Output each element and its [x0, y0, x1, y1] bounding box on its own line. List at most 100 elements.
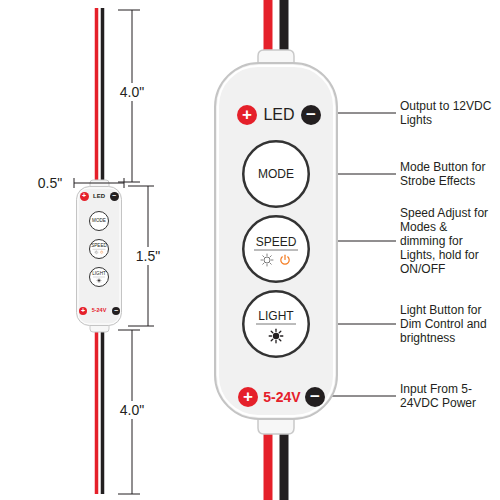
button-label: SPEED: [89, 244, 109, 249]
button-circle: [90, 268, 109, 287]
push-button: SPEED: [89, 239, 109, 259]
dimension-label: 4.0": [118, 401, 146, 419]
polarity-sign: +: [80, 192, 89, 199]
separator-line: [93, 277, 105, 278]
icon-stroke: [95, 253, 96, 254]
polarity-dot: +: [238, 387, 258, 407]
icon-stroke: [100, 280, 102, 281]
black-wire: [280, 424, 289, 500]
controller-body: LED5-24V+−MODESPEEDLIGHT+−: [214, 62, 338, 420]
polarity-circle: [305, 387, 325, 407]
red-wire: [264, 424, 273, 500]
icon-stroke: [101, 251, 102, 252]
polarity-dot: +: [79, 307, 87, 315]
polarity-circle: [301, 105, 321, 125]
icon-stroke: [94, 252, 96, 253]
icon-stroke: [263, 256, 264, 257]
icon-stroke: [271, 331, 273, 333]
polarity-sign: −: [305, 388, 325, 405]
callout-text: Input From 5-24VDC Power: [400, 382, 496, 410]
icon-stroke: [271, 339, 273, 341]
polarity-sign: +: [237, 106, 257, 123]
icon-stroke: [279, 339, 281, 341]
icon-stroke: [100, 251, 102, 253]
icon-stroke: [97, 279, 98, 280]
polarity-sign: +: [238, 388, 258, 405]
polarity-sign: −: [110, 192, 119, 199]
icon-stroke: [96, 250, 97, 252]
node-outline: [89, 239, 109, 259]
push-button: LIGHT: [242, 290, 310, 358]
button-circle: [90, 212, 109, 231]
red-wire: [95, 8, 99, 184]
polarity-dot: +: [237, 105, 257, 125]
button-label: LIGHT: [89, 272, 109, 277]
icon-stroke: [97, 281, 98, 282]
icon-stroke: [267, 264, 268, 266]
callout-text: Light Button for Dim Control and brightn…: [400, 303, 496, 345]
push-button: MODE: [89, 211, 109, 231]
icon-stroke: [96, 253, 97, 255]
icon-stroke: [275, 341, 276, 343]
polarity-dot: −: [112, 307, 120, 315]
node-outline: [89, 267, 109, 287]
housing-highlight: [218, 66, 334, 416]
icon-stroke: [279, 331, 281, 333]
icon-stroke: [264, 257, 270, 263]
node-outline: [242, 290, 310, 358]
polarity-circle: [79, 307, 87, 315]
button-label: LIGHT: [242, 310, 310, 322]
controller-body: LED5-24V+−MODESPEEDLIGHT+−: [76, 186, 122, 326]
polarity-circle: [112, 307, 120, 315]
icon-stroke: [99, 281, 100, 283]
icon-stroke: [97, 280, 99, 281]
polarity-dot: −: [110, 192, 119, 201]
icon-stroke: [99, 281, 100, 282]
icon-stroke: [275, 329, 276, 331]
icon-stroke: [271, 260, 273, 261]
polarity-sign: −: [301, 106, 321, 123]
push-button: LIGHT: [89, 267, 109, 287]
node-outline: [242, 215, 310, 283]
icon-stroke: [95, 250, 96, 251]
housing: [215, 63, 337, 419]
icon-stroke: [263, 263, 264, 264]
button-label: MODE: [242, 168, 310, 180]
callout-text: Speed Adjust for Modes & dimming for Lig…: [400, 206, 496, 276]
icon-stroke: [261, 260, 263, 261]
polarity-sign: +: [79, 307, 87, 314]
polarity-circle: [238, 387, 258, 407]
icon-stroke: [269, 335, 271, 336]
red-wire: [95, 328, 99, 494]
polarity-sign: −: [112, 307, 120, 314]
dimension-label: 1.5": [134, 247, 162, 265]
dimension-label: 0.5": [36, 174, 64, 192]
icon-stroke: [99, 279, 100, 280]
push-button: SPEED: [242, 215, 310, 283]
button-circle: [243, 291, 309, 357]
icon-stroke: [273, 333, 279, 339]
icon-stroke: [281, 335, 283, 336]
button-circle: [243, 216, 309, 282]
housing-highlight: [78, 188, 120, 324]
icon-stroke: [99, 278, 100, 280]
callout-text: Output to 12VDC Lights: [400, 99, 496, 127]
icon-stroke: [267, 254, 268, 256]
icon-stroke: [270, 256, 271, 257]
button-label: SPEED: [242, 236, 310, 248]
polarity-dot: −: [305, 387, 325, 407]
input-label: 5-24V: [252, 390, 312, 404]
output-label: LED: [254, 107, 304, 123]
icon-stroke: [284, 255, 285, 259]
push-button: MODE: [242, 140, 310, 208]
icon-stroke: [98, 280, 100, 282]
icon-stroke: [97, 250, 98, 251]
polarity-circle: [110, 192, 119, 201]
icon-stroke: [97, 253, 98, 254]
polarity-circle: [237, 105, 257, 125]
separator-line: [254, 250, 298, 251]
button-circle: [90, 240, 109, 259]
icon-stroke: [97, 252, 99, 253]
black-wire: [101, 328, 105, 494]
